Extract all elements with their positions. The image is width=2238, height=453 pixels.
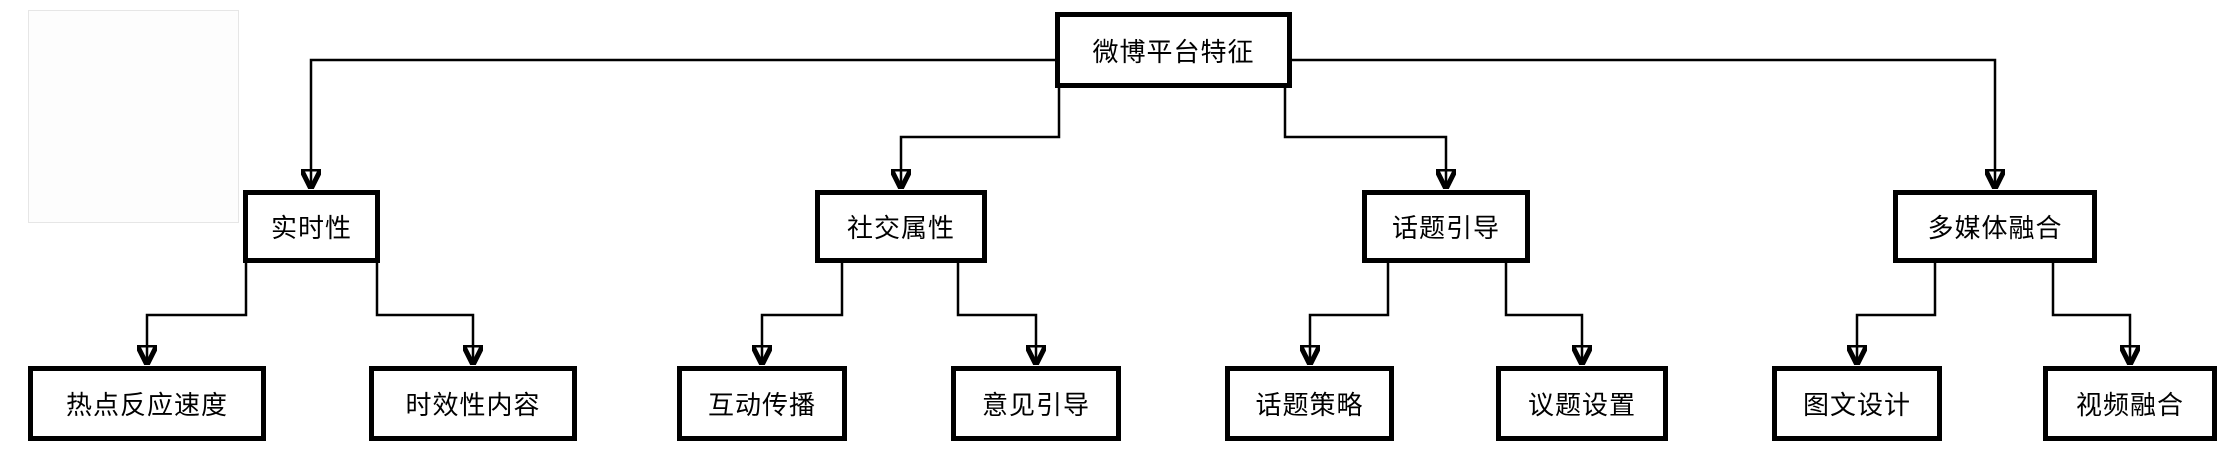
node-label: 热点反应速度 — [65, 390, 228, 420]
node-label: 社交属性 — [846, 213, 955, 243]
connector-realtime-to-timely-content — [375, 263, 473, 362]
ghost-rectangle-artifact — [28, 10, 239, 223]
node-video-fusion: 视频融合 — [2043, 366, 2217, 441]
node-label: 时效性内容 — [405, 390, 541, 420]
node-realtime: 实时性 — [243, 190, 380, 263]
node-topic-strategy: 话题策略 — [1225, 366, 1394, 441]
node-label: 互动传播 — [707, 390, 816, 420]
connector-root-to-multimedia-fusion — [1292, 58, 1995, 186]
node-label: 话题引导 — [1391, 213, 1500, 243]
node-topic-guidance: 话题引导 — [1362, 190, 1530, 263]
node-label: 图文设计 — [1802, 390, 1911, 420]
node-label: 多媒体融合 — [1927, 213, 2063, 243]
node-multimedia-fusion: 多媒体融合 — [1893, 190, 2097, 263]
node-timely-content: 时效性内容 — [369, 366, 577, 441]
node-interactive-spread: 互动传播 — [677, 366, 847, 441]
node-root-weibo-platform-features: 微博平台特征 — [1055, 12, 1292, 88]
connector-multimedia-to-image-text-design — [1857, 263, 1937, 362]
node-hotspot-response-speed: 热点反应速度 — [28, 366, 266, 441]
connector-root-to-topic-guidance — [1283, 87, 1446, 186]
node-image-text-design: 图文设计 — [1772, 366, 1942, 441]
node-social-attributes: 社交属性 — [815, 190, 987, 263]
connector-social-to-opinion-guidance — [956, 263, 1036, 362]
node-opinion-guidance: 意见引导 — [951, 366, 1121, 441]
node-agenda-setting: 议题设置 — [1496, 366, 1668, 441]
node-label: 话题策略 — [1255, 390, 1364, 420]
connector-topic-to-agenda-setting — [1504, 263, 1582, 362]
connector-topic-to-topic-strategy — [1310, 263, 1390, 362]
node-label: 实时性 — [270, 213, 352, 243]
node-label: 意见引导 — [981, 390, 1090, 420]
connector-multimedia-to-video-fusion — [2051, 263, 2130, 362]
connector-root-to-social-attributes — [901, 87, 1061, 186]
connector-social-to-interactive-spread — [762, 263, 844, 362]
node-label: 视频融合 — [2075, 390, 2184, 420]
connector-root-to-realtime — [311, 58, 1055, 186]
node-label: 议题设置 — [1527, 390, 1636, 420]
node-label: 微博平台特征 — [1092, 36, 1255, 67]
connector-realtime-to-hotspot-response-speed — [147, 263, 248, 362]
